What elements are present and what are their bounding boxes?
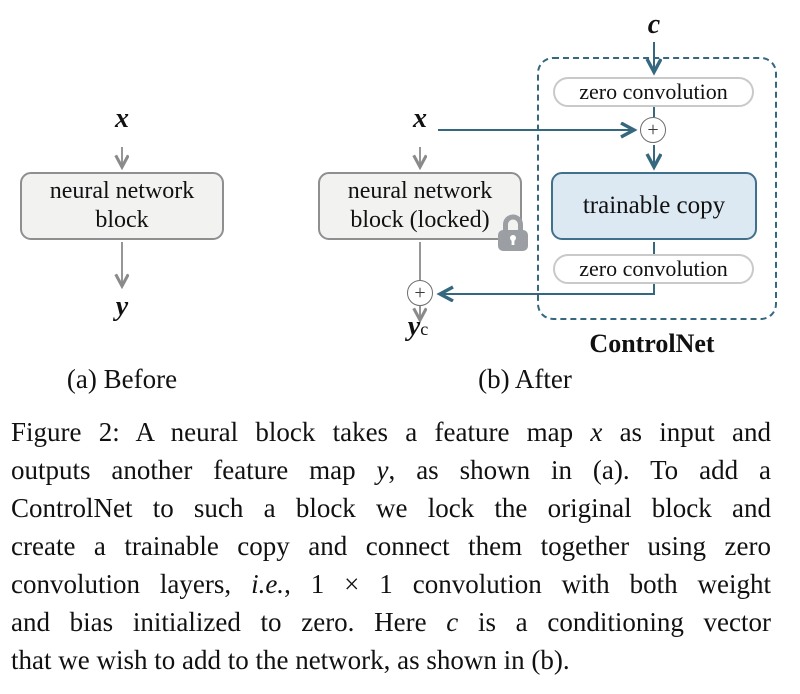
yc-base: y: [407, 311, 421, 342]
input-label-a: x: [115, 103, 129, 134]
caption-line: create a trainable copy and connect them…: [11, 527, 771, 565]
caption-italic-segment: c: [446, 607, 459, 637]
lock-icon: [493, 211, 533, 253]
caption-text-segment: and bias initialized to zero. Here: [11, 607, 447, 637]
block-a-line2: block: [95, 207, 149, 233]
controlnet-sum-node: +: [640, 117, 666, 143]
caption-italic-segment: y: [376, 455, 389, 485]
caption-line: outputs another feature map y, as shown …: [11, 451, 771, 489]
neural-network-block-locked: neural network block (locked): [318, 172, 522, 240]
zero-convolution-top: zero convolution: [553, 77, 754, 107]
caption-text-segment: create a trainable copy and connect them…: [11, 531, 771, 561]
caption-text-segment: that we wish to add to the network, as s…: [11, 645, 570, 675]
neural-network-block-a: neural network block: [20, 172, 224, 240]
yc-subscript: c: [420, 319, 429, 339]
block-b-line2: block (locked): [350, 207, 490, 233]
input-label-b: x: [413, 103, 427, 134]
subcaption-b: (b) After: [478, 364, 572, 394]
output-sum-node: +: [407, 280, 433, 306]
block-b-line1: neural network: [347, 178, 493, 204]
caption-text-segment: , as shown in (a). To add a: [388, 455, 771, 485]
caption-text-segment: , 1 × 1 convolution with both weight: [284, 569, 771, 599]
trainable-copy-block: trainable copy: [551, 172, 757, 240]
controlnet-dashed-box: [537, 57, 777, 320]
caption-text-segment: ControlNet to such a block we lock the o…: [11, 493, 771, 523]
caption-text-segment: Figure 2: A neural block takes a feature…: [11, 417, 591, 447]
caption-line: ControlNet to such a block we lock the o…: [11, 489, 771, 527]
caption-text-segment: as input and: [602, 417, 771, 447]
condition-label-c: c: [647, 9, 661, 40]
caption-text-segment: convolution layers,: [11, 569, 252, 599]
block-a-line1: neural network: [49, 178, 195, 204]
output-label-yc: yc: [408, 312, 428, 344]
caption-line: and bias initialized to zero. Here c is …: [11, 603, 771, 641]
caption-line: that we wish to add to the network, as s…: [11, 641, 771, 679]
caption-text-segment: is a conditioning vector: [458, 607, 771, 637]
figure-caption: Figure 2: A neural block takes a feature…: [11, 413, 771, 679]
caption-line: convolution layers, i.e., 1 × 1 convolut…: [11, 565, 771, 603]
caption-line: Figure 2: A neural block takes a feature…: [11, 413, 771, 451]
caption-text-segment: outputs another feature map: [11, 455, 377, 485]
controlnet-group-label: ControlNet: [589, 329, 715, 358]
zero-convolution-bottom: zero convolution: [553, 254, 754, 284]
output-label-a: y: [115, 291, 129, 322]
subcaption-a: (a) Before: [66, 364, 178, 394]
caption-italic-segment: i.e.: [251, 569, 285, 599]
caption-italic-segment: x: [590, 417, 603, 447]
